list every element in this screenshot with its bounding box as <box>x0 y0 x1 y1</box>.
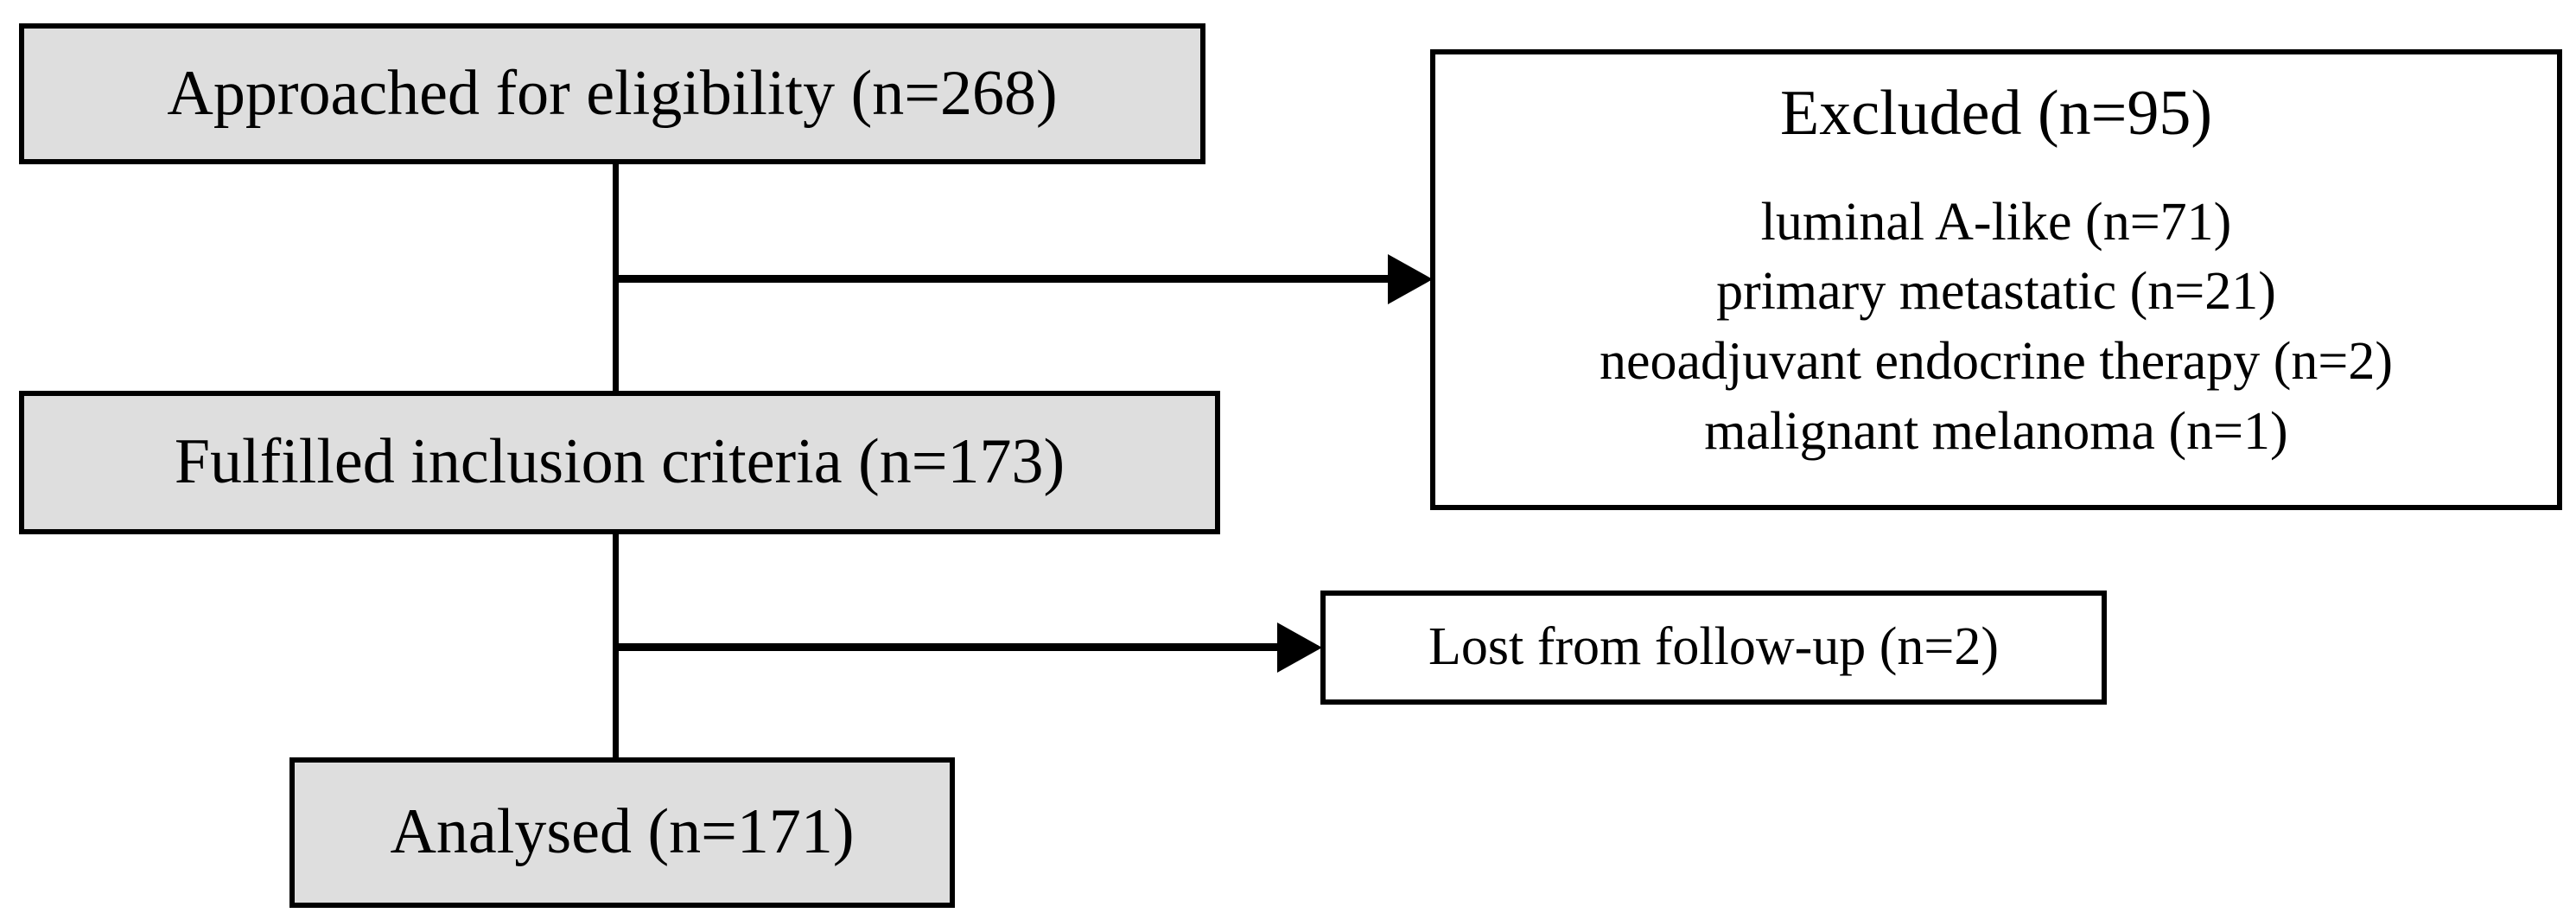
node-lost-label: Lost from follow-up (n=2) <box>1428 617 2000 677</box>
node-excluded-reason-list: luminal A-like (n=71) primary metastatic… <box>1600 188 2393 466</box>
node-approached-for-eligibility: Approached for eligibility (n=268) <box>19 23 1205 164</box>
arrowhead-to-lost-followup-icon <box>1277 622 1322 673</box>
arrowhead-to-excluded-icon <box>1388 254 1433 304</box>
node-approached-label: Approached for eligibility (n=268) <box>167 57 1058 129</box>
connector-line-to-lost-followup <box>615 643 1281 651</box>
node-fulfilled-inclusion-criteria: Fulfilled inclusion criteria (n=173) <box>19 391 1220 534</box>
node-excluded-reason: malignant melanoma (n=1) <box>1704 401 2288 461</box>
connector-line-to-excluded <box>615 275 1393 283</box>
node-excluded-title: Excluded (n=95) <box>1780 78 2212 149</box>
node-excluded-reason: luminal A-like (n=71) <box>1760 192 2232 252</box>
node-analysed-label: Analysed (n=171) <box>390 796 855 868</box>
node-lost-from-followup: Lost from follow-up (n=2) <box>1320 591 2107 705</box>
node-excluded: Excluded (n=95) luminal A-like (n=71) pr… <box>1430 49 2562 510</box>
node-excluded-reason: neoadjuvant endocrine therapy (n=2) <box>1599 332 2394 392</box>
node-excluded-reason: primary metastatic (n=21) <box>1716 262 2276 322</box>
node-fulfilled-label: Fulfilled inclusion criteria (n=173) <box>174 426 1065 498</box>
node-analysed: Analysed (n=171) <box>289 757 955 908</box>
